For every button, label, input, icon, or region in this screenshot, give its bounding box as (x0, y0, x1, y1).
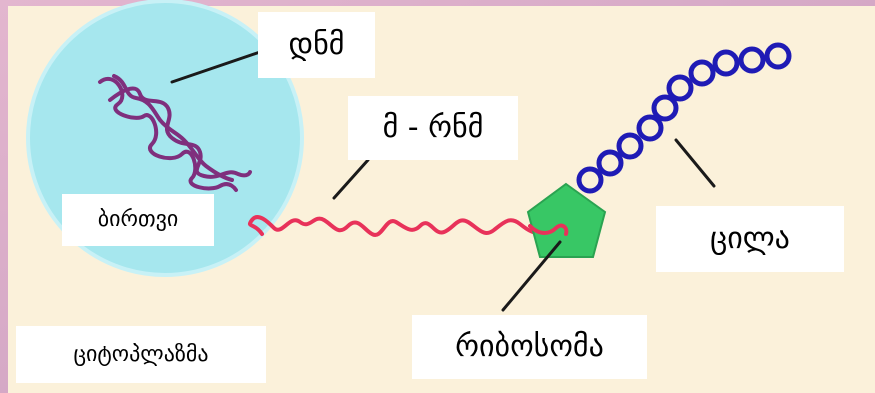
dna-helix (98, 74, 252, 192)
amino-acid-bead (666, 74, 694, 102)
label-cytoplasm: ციტოპლაზმა (16, 326, 266, 383)
leader-lines (170, 50, 716, 312)
amino-acid-bead (764, 42, 792, 70)
amino-acid-bead (688, 59, 716, 87)
label-ribosome: რიბოსომა (412, 315, 647, 379)
ribosome-pentagon (526, 182, 607, 258)
protein-chain (576, 42, 792, 194)
amino-acid-bead (596, 149, 624, 177)
leader-line-protein (674, 138, 716, 188)
amino-acid-bead (616, 132, 644, 160)
amino-acid-bead (651, 94, 679, 122)
mrna-tail-over-ribosome (528, 223, 569, 236)
dna-strand-3 (112, 74, 234, 182)
label-mrna: მ - რნმ (348, 96, 518, 160)
label-protein: ცილა (656, 206, 844, 272)
amino-acid-bead (636, 114, 664, 142)
dna-strand-1 (98, 77, 238, 192)
leader-line-mrna (332, 158, 370, 200)
label-nucleus: ბირთვი (62, 194, 214, 246)
amino-acid-bead (738, 46, 766, 74)
amino-acid-bead (712, 49, 740, 77)
amino-acid-bead (576, 166, 604, 194)
label-dna: დნმ (258, 12, 375, 78)
leader-line-dna (170, 50, 262, 84)
leader-line-ribosome (501, 240, 562, 312)
